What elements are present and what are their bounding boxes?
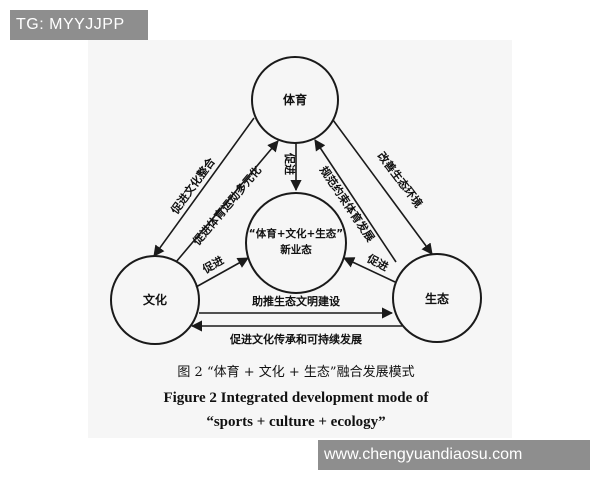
arrow-ecology-to-sports	[314, 139, 397, 263]
center-label-line2: 新业态	[280, 243, 312, 256]
arrow-sports-to-ecology	[332, 119, 433, 255]
ecology-node	[392, 253, 482, 343]
watermark-bottom[interactable]: www.chengyuandiaosu.com	[318, 440, 590, 470]
edge-label-culture-integration: 促进文化整合	[167, 154, 218, 217]
arrow-culture-to-sports	[175, 140, 279, 263]
culture-label: 文化	[143, 292, 167, 307]
edge-label-promote-right: 促进	[364, 251, 391, 274]
caption-english-line1: Figure 2 Integrated development mode of	[163, 390, 429, 406]
arrow-sports-to-culture	[153, 117, 255, 257]
edge-label-ecological-civilization: 助推生态文明建设	[252, 294, 341, 308]
edge-label-cultural-heritage: 促进文化传承和可持续发展	[229, 332, 363, 346]
edge-label-improve-environment: 改善生态环境	[375, 149, 426, 210]
arrow-culture-to-center	[195, 257, 249, 288]
arrow-ecology-to-center	[342, 257, 396, 283]
sports-node	[251, 56, 339, 144]
caption-chinese: 图 2 “体育 + 文化 + 生态”融合发展模式	[177, 364, 414, 380]
watermark-top: TG: MYYJJPP	[10, 10, 148, 40]
center-label-line1: “体育+文化+生态”	[249, 227, 343, 240]
sports-label: 体育	[283, 92, 307, 107]
center-node	[245, 192, 347, 294]
caption-english-line2: “sports + culture + ecology”	[206, 414, 385, 430]
ecology-label: 生态	[425, 291, 449, 306]
edge-label-promote-top: 促进	[283, 152, 297, 175]
